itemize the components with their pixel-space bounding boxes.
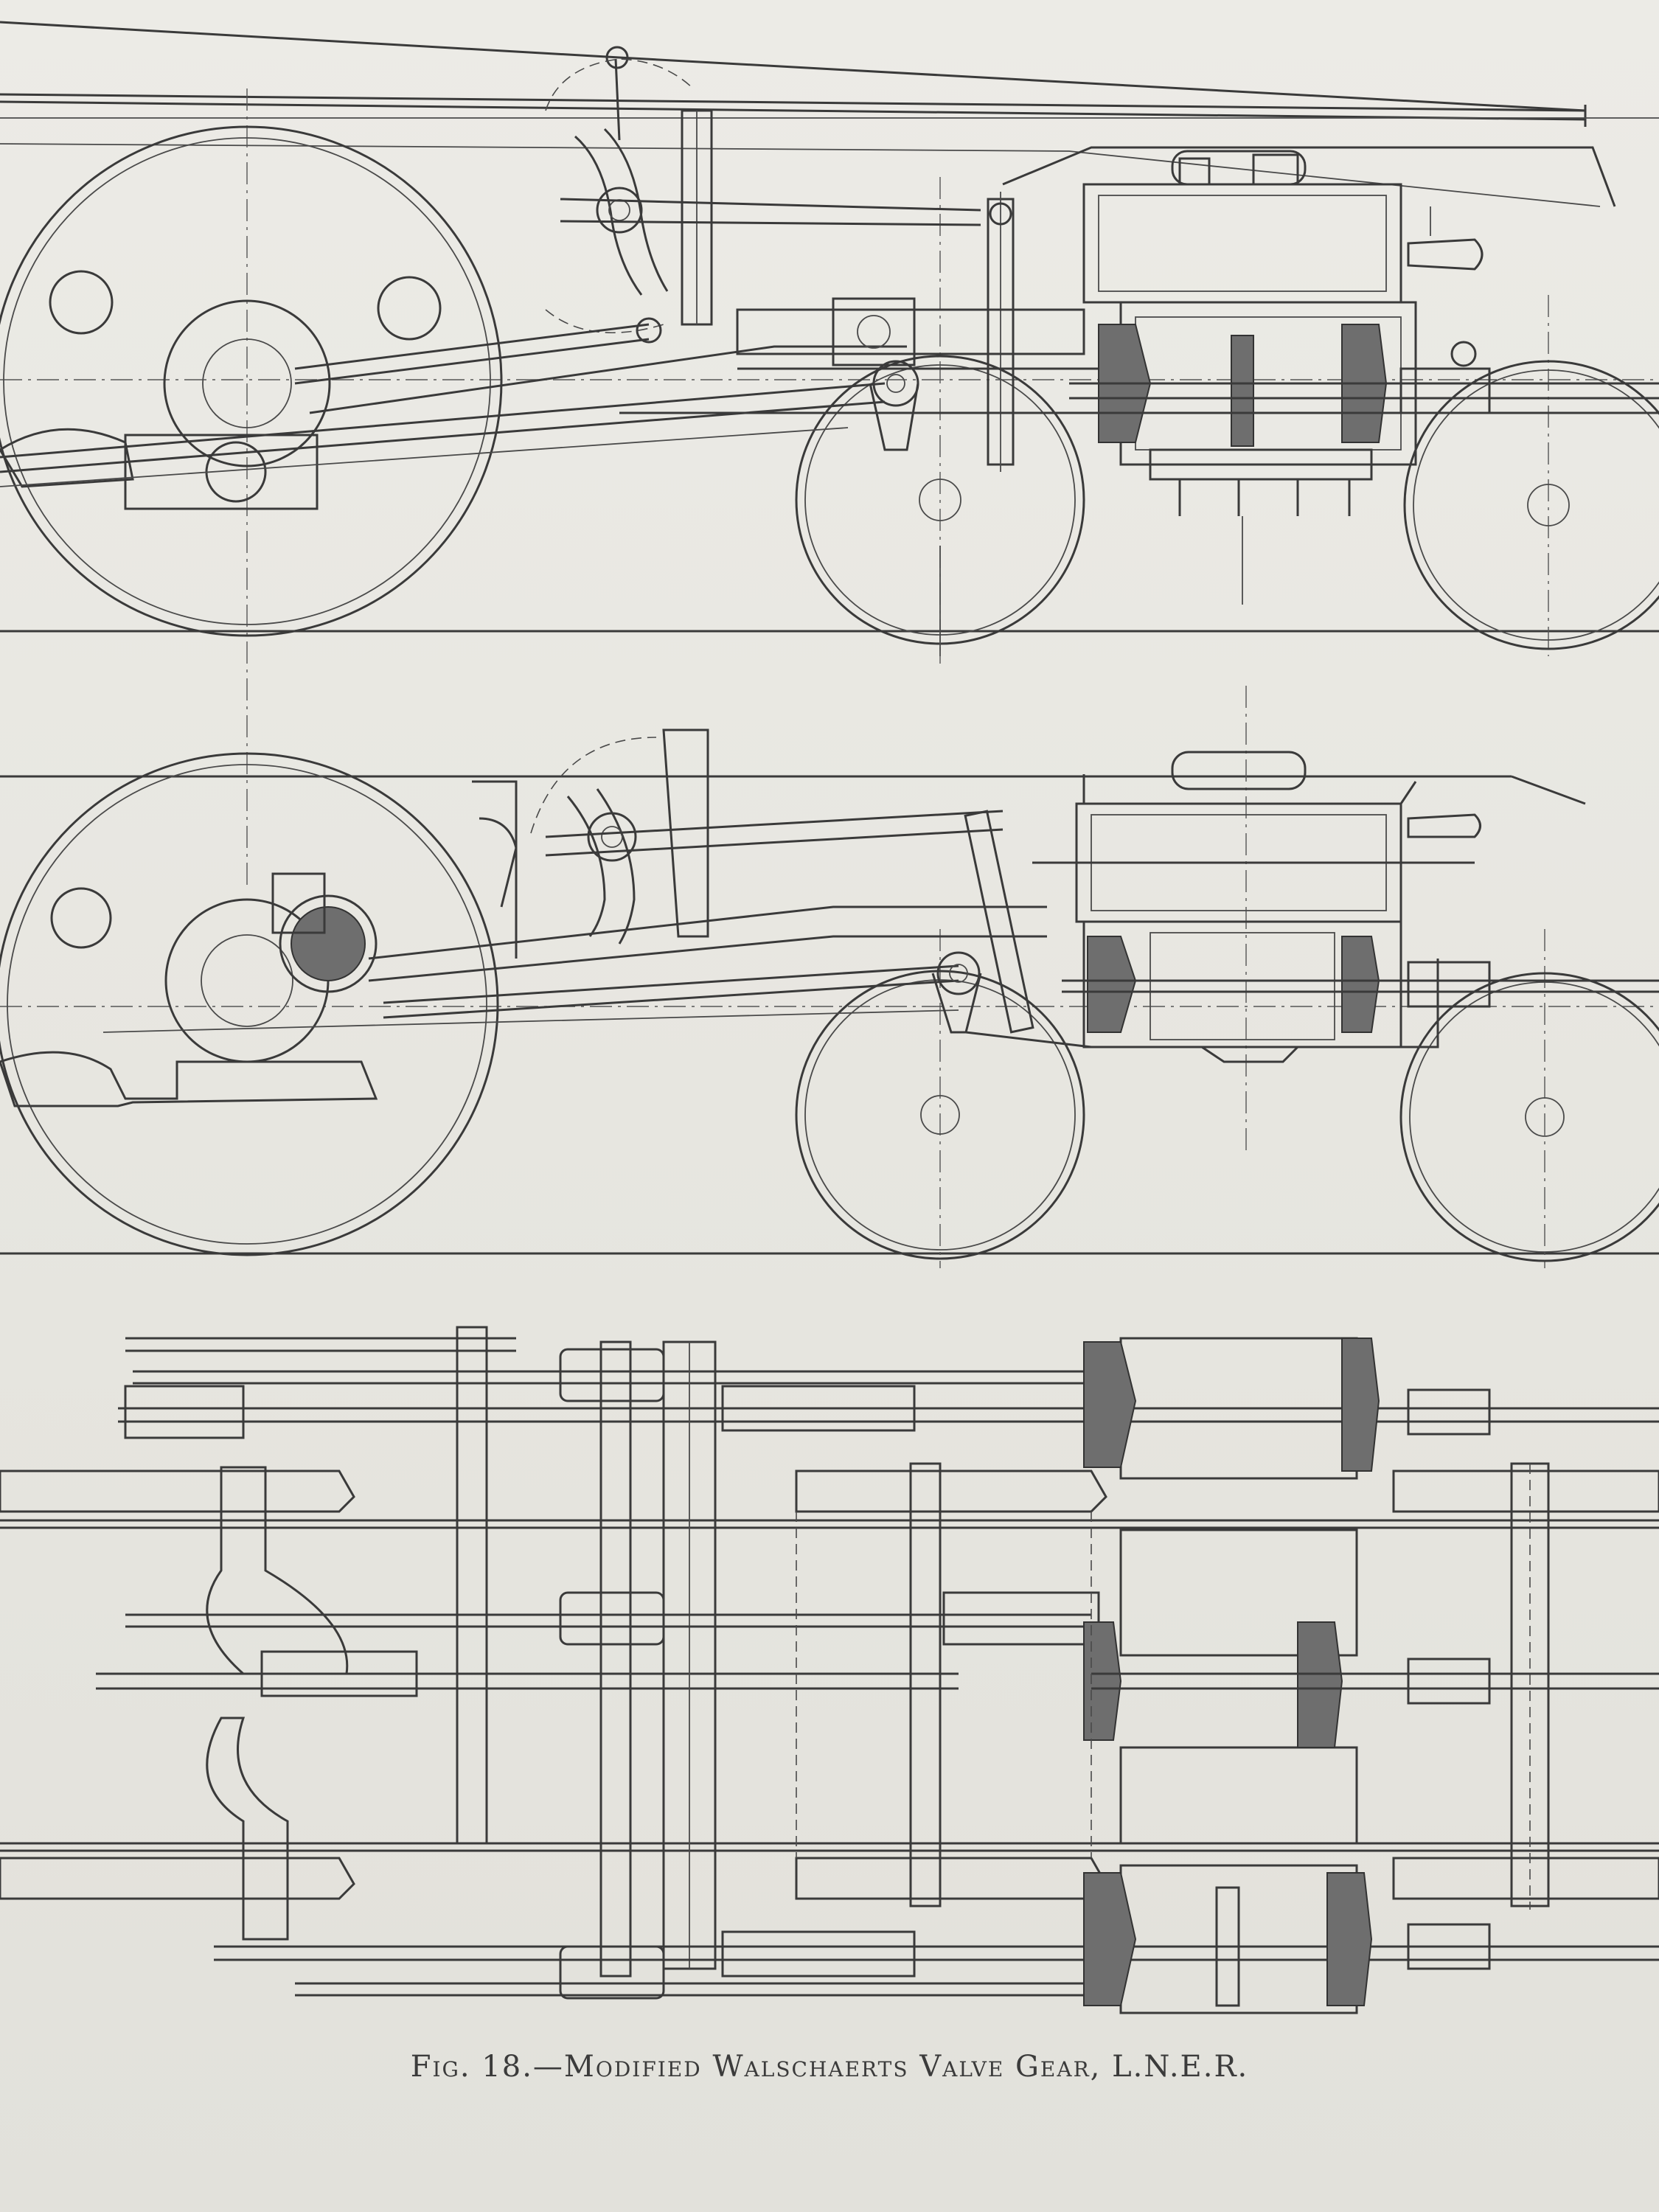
trailing-wheel-middle — [795, 970, 1085, 1260]
expansion-link-upper — [545, 46, 713, 334]
upper-elevation-view — [0, 21, 1659, 885]
driving-wheel-middle — [0, 752, 499, 1256]
middle-elevation-view — [0, 686, 1659, 1268]
cylinder-middle — [1032, 751, 1659, 1063]
bogie-wheel-middle — [1399, 972, 1659, 1262]
bogie-wheel-upper — [1403, 360, 1659, 650]
driving-wheel-upper — [0, 125, 503, 637]
cylinders-plan — [1083, 1337, 1659, 2014]
figure-caption: Fig. 18.—Modified Walschaerts Valve Gear… — [410, 2050, 1249, 2084]
plan-view — [0, 1326, 1659, 2014]
